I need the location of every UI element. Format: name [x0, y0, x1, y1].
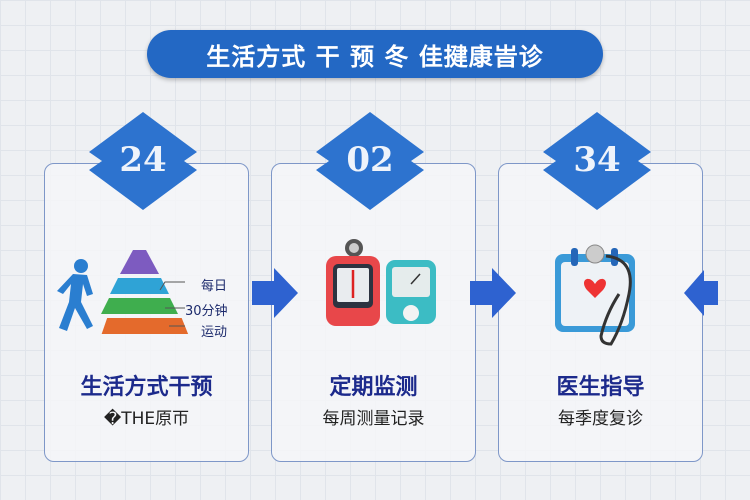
calendar-stethoscope-icon — [555, 244, 635, 346]
card-subtitle: 每周测量记录 — [322, 409, 425, 429]
arrow-right-icon — [252, 268, 298, 318]
blood-pressure-monitor-icon — [326, 239, 436, 326]
pyramid-label: 运动 — [201, 325, 228, 340]
card-monitoring: 定期监测 每周测量记录 — [271, 163, 476, 462]
card-subtitle: 每季度复诊 — [558, 409, 643, 429]
pyramid-label: 30分钟 — [185, 304, 228, 319]
card-subtitle: �THE原帀 — [103, 409, 190, 429]
pyramid-icon — [101, 250, 189, 334]
badge-number: 34 — [573, 140, 621, 180]
card-title: 生活方式干预 — [80, 375, 213, 400]
page-title: 生活方式 干 预 冬 佳揵康旹诊 — [147, 30, 603, 78]
badge-number: 24 — [119, 140, 167, 180]
step-badge: 02 — [316, 112, 424, 210]
card-title: 医生指导 — [556, 375, 645, 400]
card-title: 定期监测 — [329, 375, 418, 400]
label-leader-lines — [159, 281, 185, 327]
step-badge: 24 — [89, 112, 197, 210]
arrow-left-icon — [684, 270, 718, 316]
pyramid-label: 每日 — [201, 279, 228, 294]
badge-number: 02 — [346, 140, 394, 180]
arrow-right-icon — [470, 268, 516, 318]
card-doctor-guidance: 医生指导 每季度复诊 — [498, 163, 703, 462]
card-lifestyle: 每日 30分钟 运动 生活方式干预 �THE原帀 — [44, 163, 249, 462]
running-person-icon — [57, 259, 93, 331]
step-badge: 34 — [543, 112, 651, 210]
